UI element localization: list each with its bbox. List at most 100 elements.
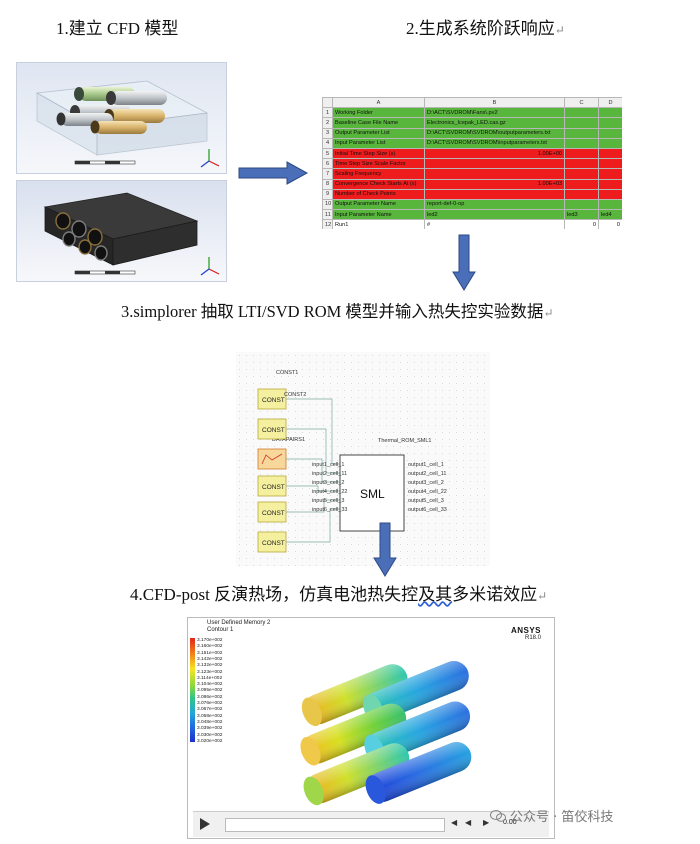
table-cell[interactable] [564, 178, 599, 190]
sml-rom-block[interactable]: SML [339, 454, 405, 532]
column-header[interactable]: B [424, 97, 565, 109]
column-header[interactable]: C [564, 97, 599, 109]
para-mark: ↵ [537, 589, 548, 603]
row-number[interactable]: 7 [322, 168, 333, 180]
watermark-text: 公众号 · 笛佼科技 [510, 810, 614, 825]
step2-title: 2.生成系统阶跃响应↵ [406, 14, 565, 39]
table-cell[interactable] [598, 117, 622, 129]
const-block[interactable]: CONST [257, 501, 287, 523]
row-number[interactable]: 3 [322, 127, 333, 139]
table-cell[interactable] [598, 178, 622, 190]
table-cell[interactable]: 1.00E+03 [424, 178, 565, 190]
table-cell[interactable]: Time Step Size Scale Factor [332, 158, 425, 170]
table-cell[interactable]: D:\ACT\SVDROM\SVDROM\outputparameters.tx… [424, 127, 565, 139]
animation-player: ◀ ◀ ▶ 0.00 [193, 811, 549, 837]
step4-text-a: 4.CFD-post 反演热场，仿真电池热失控 [130, 585, 419, 604]
legend-value: 3.039e+002 [197, 726, 223, 732]
table-cell[interactable]: 1.00E+00 [424, 147, 565, 160]
row-number[interactable]: 11 [322, 209, 333, 221]
table-cell[interactable] [564, 107, 599, 119]
table-cell[interactable] [564, 147, 599, 160]
table-cell[interactable] [424, 188, 565, 200]
table-cell[interactable]: Convergence Check Starts At (s) [332, 178, 425, 190]
simplorer-schematic: CONST1 DATAPAIRS1 Thermal_ROM_SML1 CONST… [236, 352, 490, 566]
row-number[interactable]: 12 [322, 219, 333, 229]
step-back-icon[interactable]: ◀ [465, 818, 472, 827]
row-number[interactable]: 10 [322, 198, 333, 211]
row-number[interactable]: 5 [322, 147, 333, 160]
rom-input-port: input1_cell_1 [312, 462, 344, 468]
table-cell[interactable] [598, 168, 622, 180]
const-block[interactable]: CONST CONST2 [257, 388, 306, 410]
table-cell[interactable] [598, 198, 622, 211]
table-cell[interactable] [564, 168, 599, 180]
const1-label: CONST1 [276, 370, 298, 376]
table-cell[interactable] [598, 137, 622, 149]
table-cell[interactable] [598, 158, 622, 170]
table-cell[interactable]: Number of Check Points [332, 188, 425, 200]
table-cell[interactable]: Initial Time Step Size (s) [332, 147, 425, 160]
rom-output-port: output1_cell_1 [408, 462, 444, 468]
table-cell[interactable] [564, 117, 599, 129]
table-cell[interactable]: Input Parameter Name [332, 209, 425, 221]
const-block[interactable]: CONST [257, 418, 287, 440]
battery-cells-contour [300, 661, 472, 806]
legend-value: 3.142e+002 [197, 656, 223, 662]
table-cell[interactable] [598, 107, 622, 119]
table-cell[interactable]: Electronics_Icepak_LED.cas.gz [424, 117, 565, 129]
const-block[interactable]: CONST [257, 531, 287, 553]
para-mark: ↵ [543, 306, 554, 320]
rom-input-port: input2_cell_11 [312, 471, 347, 477]
rom-input-port: input4_cell_22 [312, 489, 347, 495]
row-number[interactable]: 4 [322, 137, 333, 149]
table-cell[interactable]: Baseline Case File Name [332, 117, 425, 129]
table-cell[interactable] [598, 127, 622, 139]
row-number[interactable]: 2 [322, 117, 333, 129]
column-header[interactable]: A [332, 97, 425, 109]
column-header[interactable]: D [598, 97, 622, 109]
step3-text: 3.simplorer 抽取 LTI/SVD ROM 模型并输入热失控实验数据 [121, 302, 544, 321]
table-cell[interactable] [564, 198, 599, 211]
row-number[interactable]: 6 [322, 158, 333, 170]
const-block[interactable]: CONST [257, 475, 287, 497]
table-cell[interactable]: report-def-0-op [424, 198, 565, 211]
table-cell[interactable]: Input Parameter List [332, 137, 425, 149]
play-icon[interactable] [200, 818, 210, 830]
table-cell[interactable] [598, 188, 622, 200]
step-forward-icon[interactable]: ▶ [483, 818, 490, 827]
row-number[interactable]: 9 [322, 188, 333, 200]
table-cell[interactable] [424, 168, 565, 180]
table-cell[interactable]: led4 [598, 209, 622, 221]
cfd-post-viewer: User Defined Memory 2 Contour 1 3.170e+0… [187, 617, 555, 839]
table-cell[interactable] [424, 158, 565, 170]
row-number[interactable]: 8 [322, 178, 333, 190]
table-cell[interactable]: Working Folder [332, 107, 425, 119]
table-cell[interactable]: # [424, 219, 565, 229]
table-cell[interactable] [564, 127, 599, 139]
table-cell[interactable] [564, 188, 599, 200]
table-cell[interactable]: led2 [424, 209, 565, 221]
timeline-slider[interactable] [225, 818, 445, 832]
table-cell[interactable]: D:\ACT\SVDROM\Fans\.pv2 [424, 107, 565, 119]
table-cell[interactable] [564, 158, 599, 170]
legend-value: 3.151e+002 [197, 650, 223, 656]
table-cell[interactable] [598, 147, 622, 160]
row-number[interactable]: 1 [322, 107, 333, 119]
table-cell[interactable]: 0 [598, 219, 622, 229]
table-cell[interactable]: Run1 [332, 219, 425, 229]
table-cell[interactable]: Scaling Frequency [332, 168, 425, 180]
table-cell[interactable]: led3 [564, 209, 599, 221]
rewind-icon[interactable]: ◀ [451, 818, 458, 827]
table-cell[interactable]: Output Parameter List [332, 127, 425, 139]
rom-output-port: output6_cell_33 [408, 507, 447, 513]
table-cell[interactable]: D:\ACT\SVDROM\SVDROM\inputparameters.txt [424, 137, 565, 149]
datapairs-block[interactable] [257, 448, 287, 470]
table-cell[interactable]: 0 [564, 219, 599, 229]
table-cell[interactable]: Output Parameter Name [332, 198, 425, 211]
table-cell[interactable] [564, 137, 599, 149]
column-header[interactable] [322, 97, 333, 109]
